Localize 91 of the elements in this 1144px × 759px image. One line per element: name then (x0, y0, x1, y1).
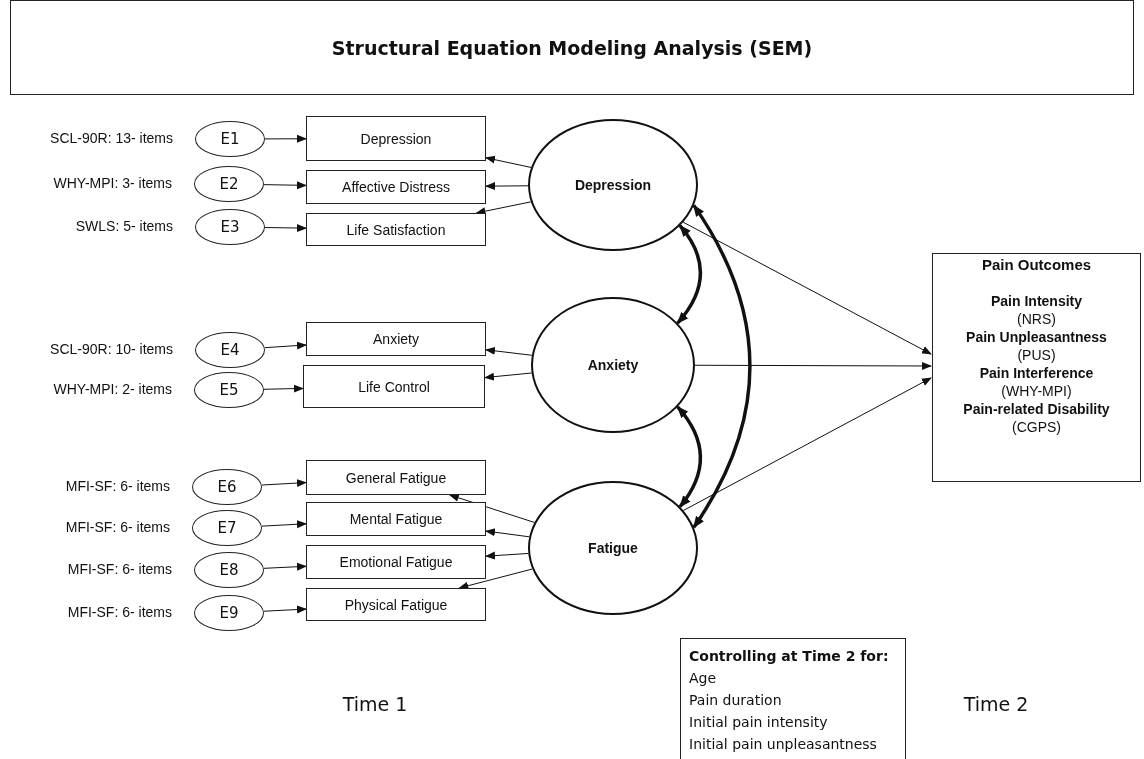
node-label: E5 (219, 381, 239, 399)
indicator-box (306, 170, 486, 204)
indicator-box (306, 116, 486, 161)
instrument-label: WHY-MPI: 2- items (53, 381, 172, 397)
title: Structural Equation Modeling Analysis (SEM) (331, 36, 813, 59)
arrow (263, 605, 307, 614)
arrow (682, 221, 932, 355)
error-ellipse (195, 209, 265, 245)
node-label: E4 (220, 341, 240, 359)
list-item: Age (689, 669, 717, 688)
error-ellipse (194, 552, 264, 588)
node-label: E7 (217, 519, 237, 537)
error-ellipse (192, 510, 262, 546)
instrument-label: SWLS: 5- items (75, 218, 173, 234)
measure-label: (WHY-MPI) (1001, 382, 1072, 400)
arrow (263, 384, 304, 393)
node-label: Physical Fatigue (344, 596, 448, 613)
indicator-box (306, 588, 486, 621)
error-ellipse (195, 121, 265, 157)
node-label: Depression (360, 130, 432, 147)
arrow (448, 494, 535, 523)
indicator-box (306, 545, 486, 579)
instrument-label: SCL-90R: 10- items (50, 341, 173, 357)
error-ellipse (194, 595, 264, 631)
node-label: E9 (219, 604, 239, 622)
arrow (484, 372, 533, 381)
arrow (261, 479, 307, 488)
list-item: Initial pain intensity (689, 713, 828, 732)
arrow (485, 182, 529, 191)
node-label: General Fatigue (345, 469, 447, 486)
error-ellipse (194, 372, 264, 408)
node-label: Mental Fatigue (349, 511, 443, 527)
indicator-box (306, 322, 486, 356)
measure-label: (PUS) (1017, 346, 1056, 364)
arrow (485, 346, 533, 356)
node-label: Depression (574, 177, 652, 193)
indicator-box (303, 365, 485, 408)
node-label: Anxiety (373, 331, 419, 347)
arrow (264, 224, 307, 232)
arrow (475, 201, 532, 216)
error-ellipse (194, 166, 264, 202)
time-label: Time 1 (342, 693, 408, 715)
measure-label: (NRS) (1017, 310, 1056, 328)
node-label: E3 (220, 218, 240, 236)
time-label: Time 2 (963, 693, 1029, 715)
error-ellipse (192, 469, 262, 505)
note-box (680, 638, 906, 759)
instrument-label: MFI-SF: 6- items (67, 604, 172, 620)
measure-label: (CGPS) (1012, 418, 1061, 436)
arrow (682, 377, 932, 511)
list-item: Pain duration (689, 691, 782, 710)
node-label: E8 (219, 561, 239, 579)
instrument-label: MFI-SF: 6- items (65, 478, 170, 494)
outcome-name: Pain Interference (979, 364, 1094, 382)
node-label: E1 (220, 130, 240, 148)
double-headed-arrow (676, 224, 703, 325)
heading: Controlling at Time 2 for: (689, 647, 889, 666)
error-ellipse (195, 332, 265, 368)
list-item: Initial pain unpleasantness (689, 735, 877, 754)
arrow (485, 551, 529, 560)
arrow (694, 361, 932, 370)
node-label: Life Satisfaction (346, 221, 446, 238)
outcome-name: Pain Intensity (991, 292, 1082, 310)
arrow (485, 528, 530, 538)
instrument-label: WHY-MPI: 3- items (53, 175, 172, 191)
instrument-label: SCL-90R: 13- items (50, 130, 173, 146)
outcome-name: Pain-related Disability (963, 400, 1110, 418)
instrument-label: MFI-SF: 6- items (67, 561, 172, 577)
node-label: Emotional Fatigue (339, 554, 453, 570)
instrument-label: MFI-SF: 6- items (65, 519, 170, 535)
node-label: Anxiety (587, 357, 639, 373)
indicator-box (306, 460, 486, 495)
indicator-box (306, 213, 486, 246)
arrow (263, 181, 307, 190)
arrow (263, 562, 307, 571)
arrow (264, 341, 307, 350)
node-label: Fatigue (588, 540, 638, 556)
node-label: Life Control (358, 378, 430, 395)
node-label: Affective Distress (342, 179, 450, 195)
double-headed-arrow (692, 204, 752, 529)
arrow (264, 134, 307, 143)
node-label: E6 (217, 478, 237, 496)
double-headed-arrow (676, 405, 703, 508)
outcome-name: Pain Unpleasantness (966, 328, 1107, 346)
indicator-box (306, 502, 486, 536)
arrow (261, 520, 307, 529)
arrow (458, 568, 533, 590)
heading: Pain Outcomes (981, 256, 1092, 274)
arrow (485, 155, 532, 168)
outcome-box (932, 253, 1141, 482)
node-label: E2 (219, 175, 239, 193)
